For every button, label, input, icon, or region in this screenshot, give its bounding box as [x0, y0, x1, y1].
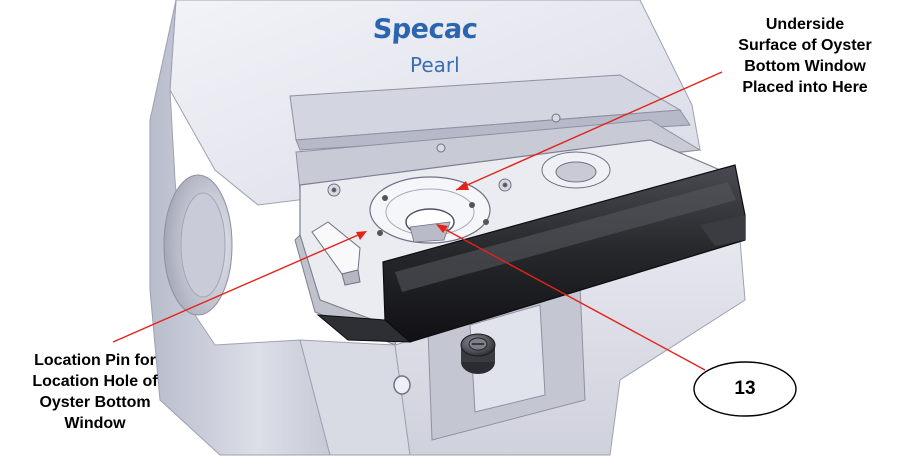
underside-surface-label: Underside Surface of Oyster Bottom Windo…: [738, 16, 872, 96]
leader-lines: [112, 71, 723, 371]
location-pin-label: Location Pin for Location Hole of Oyster…: [32, 352, 158, 432]
plate-screws: [327, 113, 561, 197]
location-pin-block: [311, 221, 361, 275]
callout-oval: [693, 361, 797, 417]
arrowhead-location-pin: [356, 231, 367, 240]
callout-number: 13: [734, 378, 756, 399]
brand-logo: Specac: [371, 14, 479, 45]
leader-line-underside: [455, 71, 723, 191]
sliding-handle: [316, 164, 746, 343]
arrowhead-13: [436, 224, 448, 233]
front-hole: [393, 375, 411, 395]
model-name: Pearl: [410, 53, 460, 77]
leader-line-13: [436, 224, 706, 371]
thumb-screw: [460, 333, 496, 374]
arrowhead-underside: [456, 181, 469, 190]
leader-line-location-pin: [112, 231, 366, 343]
